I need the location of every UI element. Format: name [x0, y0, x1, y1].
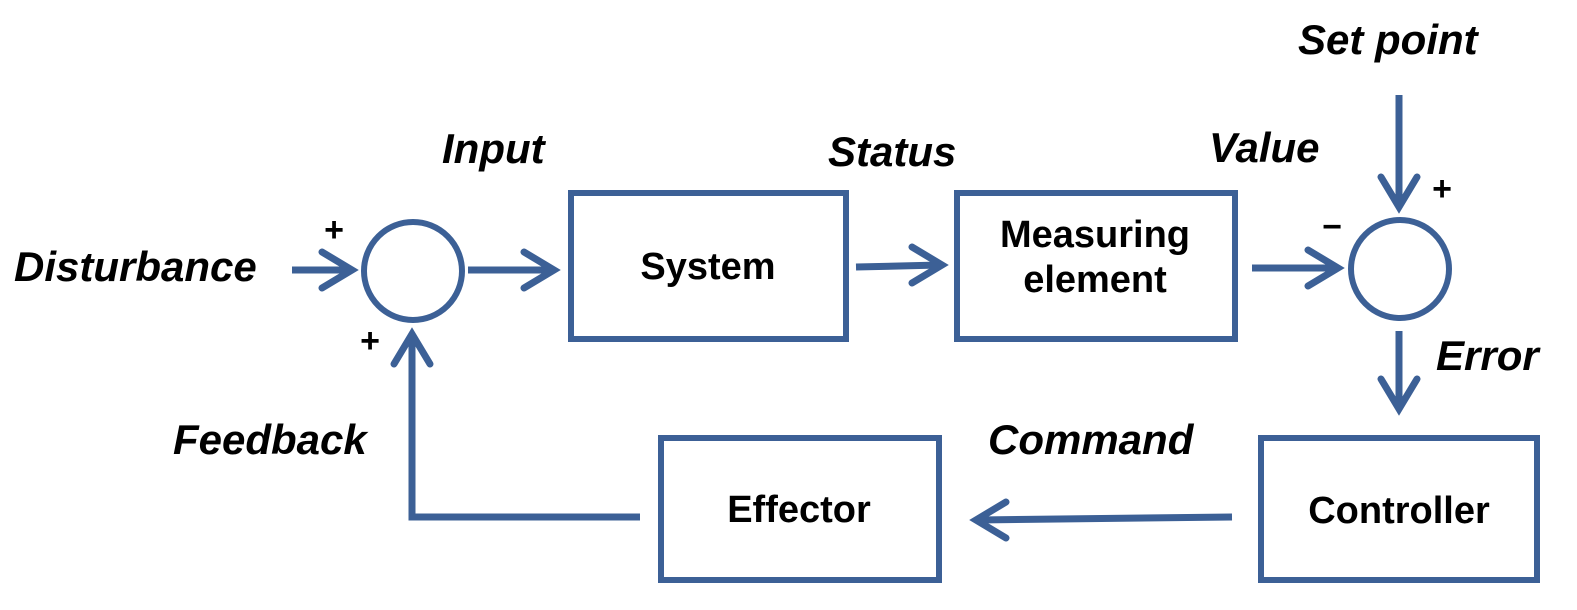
left-summing-junction: [361, 219, 465, 323]
controller-block: [1258, 435, 1540, 583]
measuring-element-label-line2: element: [1023, 259, 1167, 301]
effector-block: [658, 435, 942, 583]
system-label: System: [640, 246, 775, 288]
feedback-label: Feedback: [173, 416, 369, 463]
right-summing-junction: [1348, 217, 1452, 321]
error-label: Error: [1436, 332, 1541, 379]
feedback-arrow: [390, 327, 640, 521]
measuring-element-label-line1: Measuring: [1000, 214, 1190, 256]
right-junction-top-sign: +: [1432, 170, 1452, 208]
error-arrow: [1377, 331, 1421, 416]
effector-label: Effector: [727, 489, 871, 531]
right-junction-left-sign: −: [1322, 208, 1342, 246]
left-junction-bottom-sign: +: [360, 322, 380, 360]
disturbance-label: Disturbance: [14, 243, 257, 290]
set-point-label: Set point: [1298, 16, 1480, 63]
status-arrow: [855, 243, 949, 287]
left-junction-top-sign: +: [324, 211, 344, 249]
command-arrow: [969, 498, 1233, 542]
command-label: Command: [988, 416, 1195, 463]
status-label: Status: [828, 128, 956, 175]
value-arrow: [1252, 246, 1345, 290]
system-block: [568, 190, 849, 342]
input-arrow: [468, 248, 561, 292]
measuring-element-block: [954, 190, 1238, 342]
disturbance-arrow: [292, 248, 359, 292]
value-label: Value: [1209, 124, 1320, 171]
set-point-arrow: [1377, 95, 1421, 214]
controller-label: Controller: [1308, 490, 1490, 532]
input-label: Input: [442, 125, 547, 172]
